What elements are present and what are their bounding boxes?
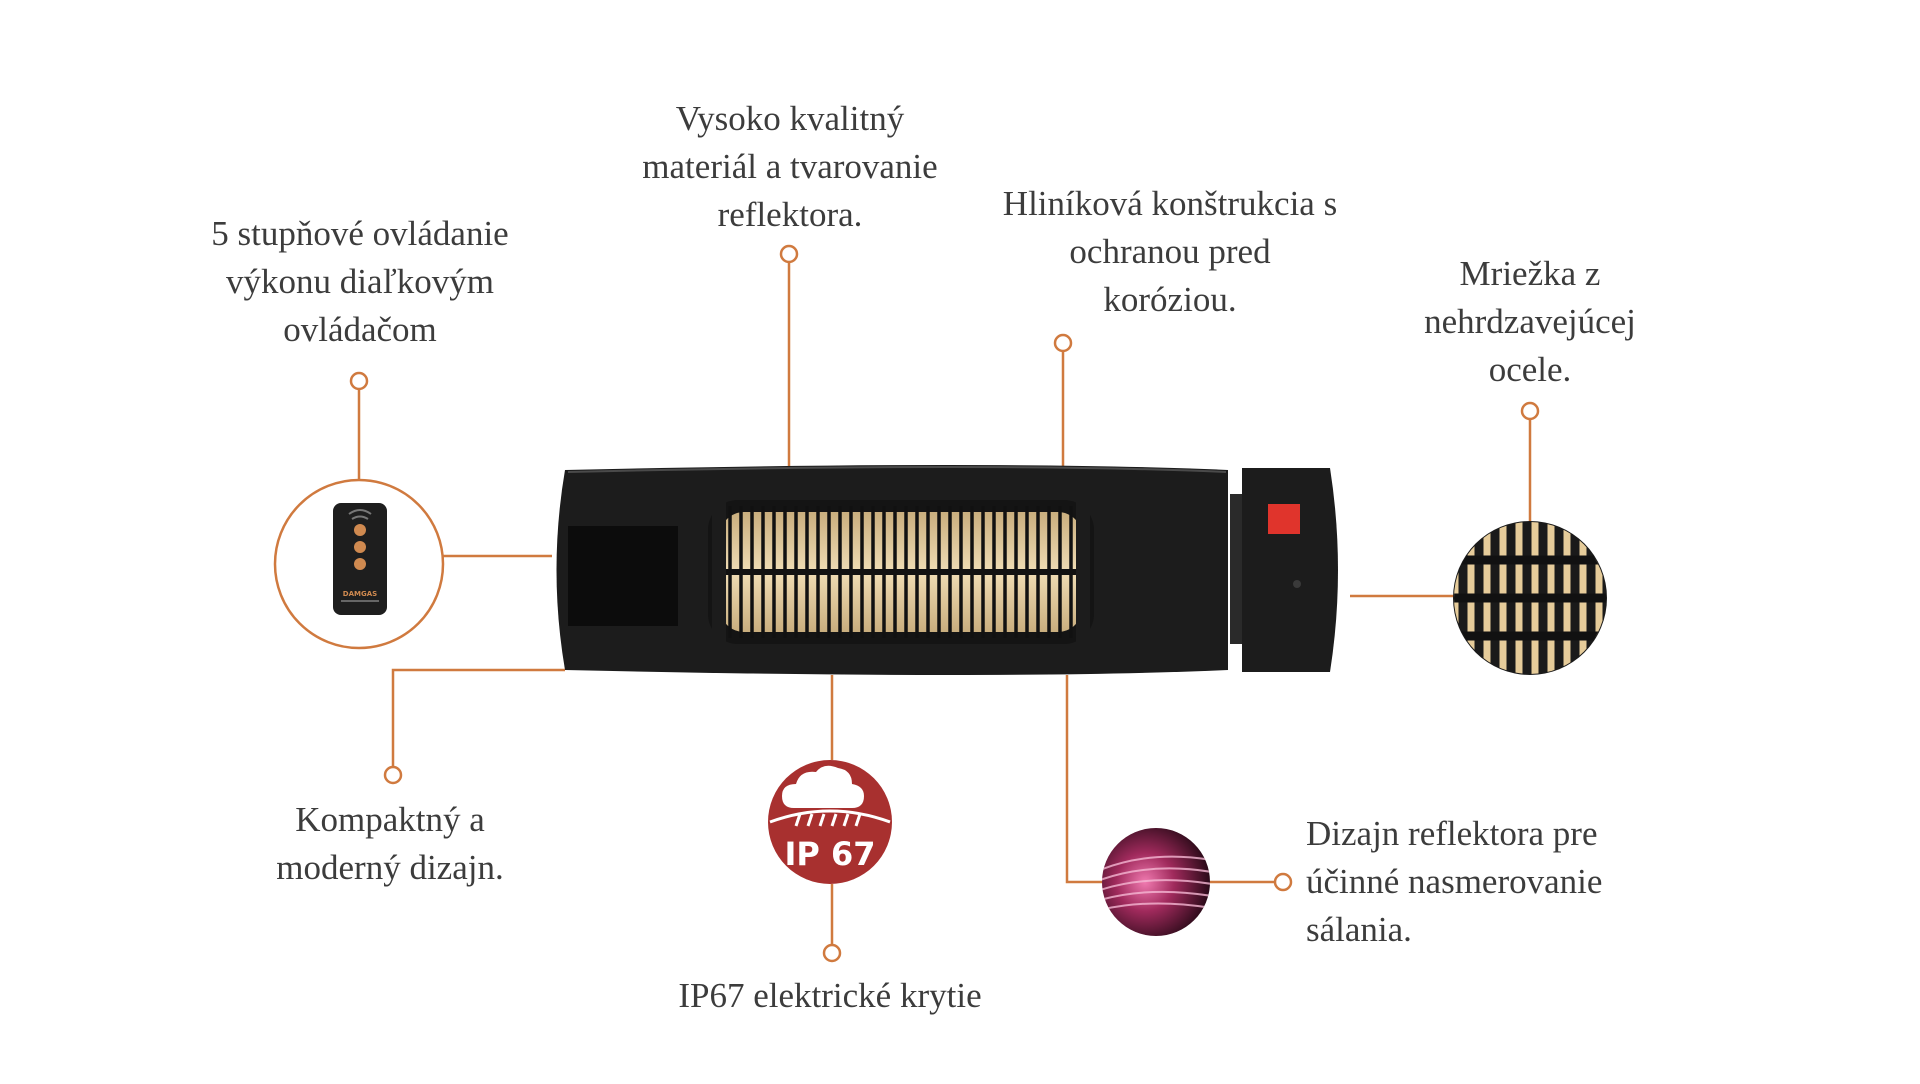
callout-remote-control: 5 stupňové ovládanie výkonu diaľkovým ov… xyxy=(211,214,509,349)
heating-grid xyxy=(716,506,1086,638)
remote-control-detail: DAMGAS xyxy=(273,478,445,650)
heater-illustration xyxy=(556,465,1338,675)
callout-reflector-design: Dizajn reflektora pre účinné nasmerovani… xyxy=(1306,814,1603,949)
dot-aluminium xyxy=(1053,333,1073,353)
callout-material: Vysoko kvalitný materiál a tvarovanie re… xyxy=(642,99,938,234)
dot-ip xyxy=(822,943,842,963)
power-indicator xyxy=(1268,504,1300,534)
callout-ip67: IP67 elektrické krytie xyxy=(678,976,982,1015)
dot-remote xyxy=(349,371,369,391)
line-reflector xyxy=(1065,675,1102,884)
dot-material xyxy=(779,244,799,264)
ip67-badge-text: IP 67 xyxy=(784,835,875,873)
remote-brand-text: DAMGAS xyxy=(343,590,377,598)
rain-cloud-icon xyxy=(769,765,891,827)
heater-end-cap xyxy=(1242,468,1338,672)
heater-left-panel xyxy=(568,526,678,626)
sensor-dot xyxy=(1293,580,1301,588)
connector-lines xyxy=(357,262,1532,945)
endpoint-dots xyxy=(349,244,1540,963)
callout-stainless-grid: Mriežka z nehrdzavejúcej ocele. xyxy=(1424,254,1636,389)
reflector-glow-icon xyxy=(1102,828,1210,936)
dot-compact xyxy=(383,765,403,785)
remote-control-icon: DAMGAS xyxy=(333,503,387,615)
ip67-badge: IP 67 xyxy=(768,760,892,884)
callout-compact-design: Kompaktný a moderný dizajn. xyxy=(276,800,504,887)
dot-grid xyxy=(1520,401,1540,421)
callout-aluminium: Hliníková konštrukcia s ochranou pred ko… xyxy=(1002,184,1338,319)
dot-reflector xyxy=(1273,872,1293,892)
stainless-grid-icon xyxy=(1453,521,1607,675)
line-compact xyxy=(391,668,565,767)
